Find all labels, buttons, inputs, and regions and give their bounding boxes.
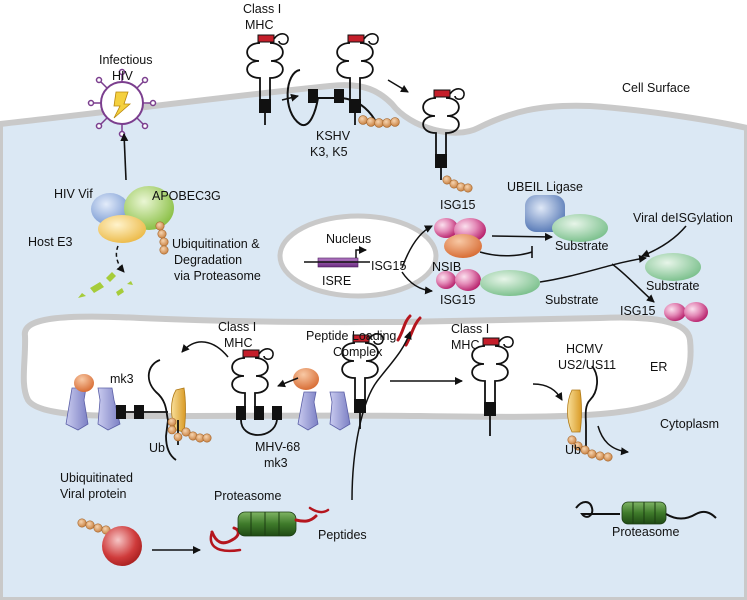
- arrow-to-hiv: [120, 133, 129, 181]
- degradation-debris: [78, 272, 133, 298]
- label-isg15-lower: ISG15: [440, 293, 475, 307]
- nsib-inhibition: [479, 251, 533, 257]
- label-cell-surface: Cell Surface: [622, 81, 690, 95]
- mhc-surface-2: [336, 32, 379, 125]
- label-apobec3g: APOBEC3G: [152, 189, 221, 203]
- nucleus: [277, 213, 439, 299]
- label-infectious-hiv-2: HIV: [112, 69, 134, 83]
- arrow-isg15-down: [401, 271, 433, 295]
- arrow-deisgylation: [641, 225, 687, 258]
- label-peptide-loading-2: Complex: [333, 345, 383, 359]
- isg15-nsib-complex: [434, 218, 486, 258]
- label-peptides: Peptides: [318, 528, 367, 542]
- label-isre: ISRE: [322, 274, 351, 288]
- substrate-right: [645, 253, 701, 281]
- ubiquitin-chain-left: [167, 417, 212, 443]
- label-class1-mhc-top-1: Class I: [243, 2, 281, 16]
- label-class1-mhc-er-2: MHC: [451, 338, 479, 352]
- label-mhv68-1: MHV-68: [255, 440, 300, 454]
- label-isg15-gene: ISG15: [371, 259, 406, 273]
- label-proteasome-right: Proteasome: [612, 525, 679, 539]
- label-peptide-loading-1: Peptide Loading: [306, 329, 396, 343]
- isg15-conjugate-lower: [436, 269, 540, 296]
- arrow-peptides-up: [351, 331, 412, 501]
- mk3-protein: [74, 374, 94, 392]
- label-substrate-right: Substrate: [646, 279, 700, 293]
- label-ubeil-ligase: UBEIL Ligase: [507, 180, 583, 194]
- arrow-to-endocytosis: [387, 79, 409, 93]
- label-kshv-2: K3, K5: [310, 145, 348, 159]
- label-ub-right: Ub: [565, 443, 581, 457]
- hiv-virion: [87, 68, 157, 138]
- arrow-plc-to-left: [277, 377, 299, 388]
- label-nucleus: Nucleus: [326, 232, 371, 246]
- proteasome-center: [209, 506, 330, 553]
- isg15-free: [664, 302, 708, 322]
- arrow-retrotranslocation: [597, 425, 629, 456]
- label-mk3: mk3: [110, 372, 134, 386]
- label-class1-mhc-er-1: Class I: [451, 322, 489, 336]
- arrow-to-substrate: [491, 232, 553, 241]
- label-cytoplasm: Cytoplasm: [660, 417, 719, 431]
- label-isg15-top: ISG15: [440, 198, 475, 212]
- translocon-center: [297, 391, 351, 431]
- label-infectious-hiv-1: Infectious: [99, 53, 153, 67]
- label-substrate-top: Substrate: [555, 239, 609, 253]
- mhc-internalized: [422, 87, 465, 180]
- arrow-substrate-lower: [539, 254, 647, 283]
- label-kshv-1: KSHV: [316, 129, 351, 143]
- label-substrate-lower: Substrate: [545, 293, 599, 307]
- label-class1-mhc-top-2: MHC: [245, 18, 273, 32]
- vif-apobec-complex: [91, 186, 174, 255]
- label-ubiquitination-1: Ubiquitination &: [172, 237, 260, 251]
- proteasome-right: [575, 501, 717, 525]
- label-isg15-right: ISG15: [620, 304, 655, 318]
- arrow-to-left: [181, 341, 229, 358]
- kshv-k3-k5: [286, 69, 376, 127]
- er-peptides: [396, 314, 422, 347]
- ubiquitin-chain-surface: [358, 115, 400, 128]
- label-hiv-vif: HIV Vif: [54, 187, 93, 201]
- ubiquitinated-viral-protein: [77, 518, 142, 566]
- arrow-degradation: [115, 245, 125, 273]
- ubiquitin-chain-right: [567, 435, 613, 462]
- label-mhv68-2: mk3: [264, 456, 288, 470]
- label-ubiquitinated-viral-protein-2: Viral protein: [60, 487, 127, 501]
- label-hcmv-2: US2/US11: [558, 358, 616, 372]
- label-host-e3: Host E3: [28, 235, 73, 249]
- label-proteasome-center: Proteasome: [214, 489, 281, 503]
- arrow-mhc-to-kshv: [281, 93, 299, 102]
- label-class1-mhc-left-1: Class I: [218, 320, 256, 334]
- mhc-surface-1: [246, 32, 289, 125]
- label-ub-left: Ub: [149, 441, 165, 455]
- substrate-top: [552, 214, 608, 242]
- label-ubiquitination-3: via Proteasome: [174, 269, 261, 283]
- mhc-er-left: [231, 347, 282, 436]
- tapasin: [293, 368, 319, 390]
- label-nsib: NSIB: [432, 260, 461, 274]
- label-hcmv-1: HCMV: [566, 342, 603, 356]
- ubiquitin-chain-internalized: [442, 175, 473, 193]
- arrow-to-hcmv: [532, 383, 563, 401]
- hcmv-us2-us11: [567, 389, 582, 433]
- arrow-isg15-up: [401, 225, 433, 269]
- label-viral-deisgylation: Viral deISGylation: [633, 211, 733, 225]
- label-ubiquitination-2: Degradation: [174, 253, 242, 267]
- label-class1-mhc-left-2: MHC: [224, 336, 252, 350]
- label-er: ER: [650, 360, 667, 374]
- arrow-isg15-release: [611, 263, 655, 303]
- label-ubiquitinated-viral-protein-1: Ubiquitinated: [60, 471, 133, 485]
- mhc-er-right: [471, 335, 514, 436]
